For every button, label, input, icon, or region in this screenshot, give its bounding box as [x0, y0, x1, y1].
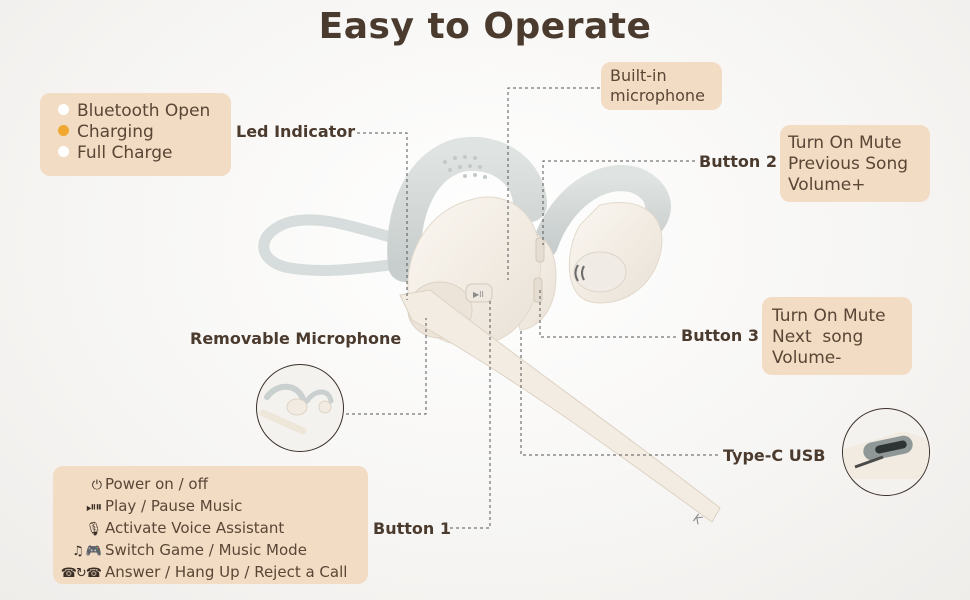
orange-dot-icon	[58, 125, 69, 136]
button-1-item-power: ⏻Power on / off	[59, 474, 368, 496]
led-item-charging: Charging	[58, 122, 231, 143]
button-1-callout: ⏻Power on / off ⏯⏸Play / Pause Music 🎙Ac…	[53, 466, 368, 584]
white-dot-icon	[58, 146, 69, 157]
right-hook	[532, 165, 671, 258]
usb-port-inset	[842, 408, 930, 496]
svg-text:▶II: ▶II	[473, 290, 484, 299]
svg-text:K: K	[690, 511, 706, 528]
page-title: Easy to Operate	[318, 6, 652, 47]
led-callout: Bluetooth Open Charging Full Charge	[40, 93, 231, 176]
button-2-callout: Turn On Mute Previous Song Volume+	[780, 125, 930, 202]
button-3-callout: Turn On Mute Next song Volume-	[762, 297, 912, 375]
button-1-item-mode: ♫ 🎮Switch Game / Music Mode	[59, 540, 368, 562]
removable-mic-inset	[256, 364, 344, 452]
button-2-label: Button 2	[699, 152, 777, 171]
play-pause-icon: ⏯⏸	[86, 500, 102, 515]
type-c-usb-label: Type-C USB	[723, 446, 826, 465]
microphone-boom	[399, 289, 721, 523]
phone-call-icon: ☎↻☎	[60, 566, 102, 581]
white-dot-icon	[58, 104, 69, 115]
headset-thumbnail-icon	[259, 383, 334, 435]
music-game-icon: ♫ 🎮	[72, 544, 102, 559]
button-1-item-play: ⏯⏸Play / Pause Music	[59, 496, 368, 518]
power-icon: ⏻	[91, 478, 102, 493]
removable-microphone-label: Removable Microphone	[190, 329, 402, 348]
button-1-item-voice: 🎙Activate Voice Assistant	[59, 518, 368, 540]
led-item-bluetooth: Bluetooth Open	[58, 101, 231, 122]
built-in-mic-callout: Built-in microphone	[601, 62, 722, 110]
button-3-label: Button 3	[681, 326, 759, 345]
button-1-item-call: ☎↻☎Answer / Hang Up / Reject a Call	[59, 562, 368, 584]
button-1-label: Button 1	[373, 519, 451, 538]
neckband-cable	[258, 214, 476, 276]
usb-port-icon	[843, 431, 929, 479]
led-item-full-charge: Full Charge	[58, 143, 231, 164]
microphone-icon: 🎙	[85, 522, 102, 537]
led-indicator-label: Led Indicator	[236, 122, 356, 141]
